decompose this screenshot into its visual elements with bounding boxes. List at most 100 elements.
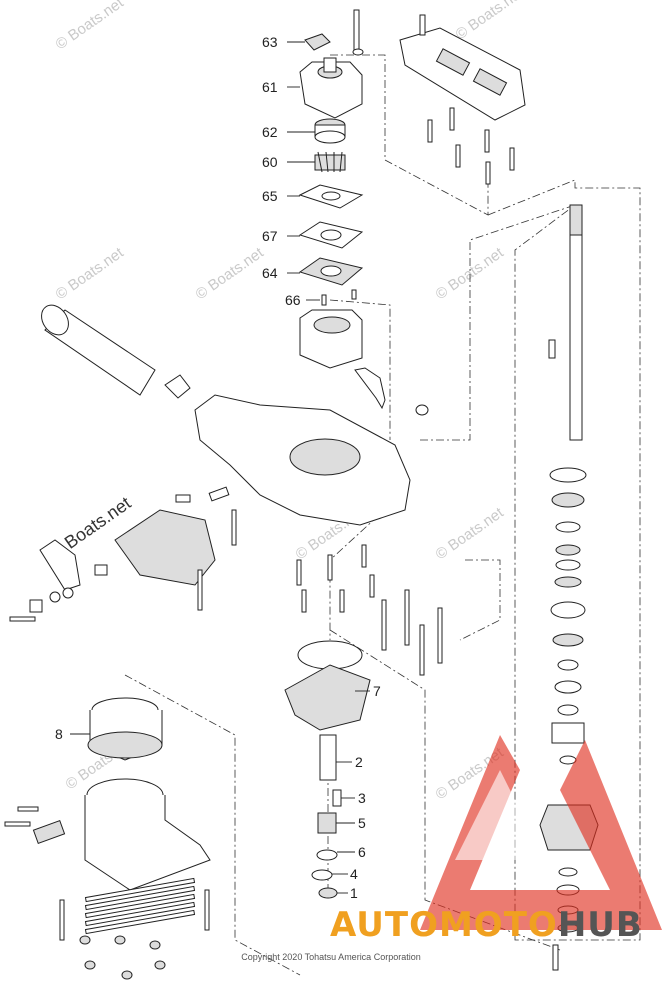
washer xyxy=(316,849,338,861)
bolt xyxy=(197,569,203,611)
callout-5[interactable]: 5 xyxy=(358,815,366,831)
nut xyxy=(154,960,166,970)
watermark-layer: © Boats.net © Boats.net © Boats.net © Bo… xyxy=(46,0,528,803)
dash-line xyxy=(124,674,301,976)
watermark: © Boats.net xyxy=(453,0,528,43)
nut xyxy=(79,935,91,945)
gasket-hole xyxy=(321,191,341,201)
automotohub-logo: AUTOMOTOHUB xyxy=(330,905,643,945)
callout-61[interactable]: 61 xyxy=(262,79,278,95)
washer xyxy=(557,659,579,671)
spacer xyxy=(554,680,582,694)
washer xyxy=(49,591,61,603)
washer xyxy=(558,867,578,877)
washer xyxy=(555,559,581,571)
bolt xyxy=(552,944,559,971)
watermark: © Boats.net xyxy=(193,244,268,303)
bracket-group xyxy=(9,486,237,622)
shaft-sleeve xyxy=(319,734,337,781)
bar xyxy=(84,877,196,903)
callout-3[interactable]: 3 xyxy=(358,790,366,806)
callout-6[interactable]: 6 xyxy=(358,844,366,860)
nozzle-group xyxy=(4,697,211,980)
bolt xyxy=(455,144,461,168)
callout-60[interactable]: 60 xyxy=(262,154,278,170)
dowel-pin xyxy=(351,289,357,300)
circlip xyxy=(557,704,579,716)
callout-4[interactable]: 4 xyxy=(350,866,358,882)
bearing xyxy=(550,601,586,619)
bolt xyxy=(485,161,491,185)
plate-window xyxy=(472,68,508,96)
nut xyxy=(84,960,96,970)
leader-lines xyxy=(70,41,370,894)
bar xyxy=(84,885,196,911)
hose xyxy=(354,367,386,410)
logo-text-hub: HUB xyxy=(557,905,643,945)
circlip xyxy=(311,869,333,881)
outlet-chute xyxy=(84,795,211,891)
washer xyxy=(559,755,577,765)
washer xyxy=(555,521,581,533)
pump-base-port xyxy=(313,316,351,334)
automotohub-logo-mark xyxy=(420,735,662,930)
auger-blade xyxy=(284,664,371,731)
bearing xyxy=(551,492,585,508)
intake-grate xyxy=(114,509,216,586)
callout-66[interactable]: 66 xyxy=(285,292,301,308)
stud xyxy=(361,544,367,568)
bolt xyxy=(17,806,39,812)
callout-63[interactable]: 63 xyxy=(262,34,278,50)
stud xyxy=(339,589,345,613)
callout-64[interactable]: 64 xyxy=(262,265,278,281)
bolt xyxy=(4,821,31,827)
water-pump-group xyxy=(298,9,364,369)
spacer xyxy=(555,544,581,556)
long-bolt xyxy=(437,607,443,664)
long-bolt xyxy=(59,899,65,941)
callout-8[interactable]: 8 xyxy=(55,726,63,742)
shear-pin xyxy=(332,789,342,807)
nut xyxy=(149,940,161,950)
housing-group xyxy=(41,304,429,526)
watermark: © Boats.net xyxy=(53,244,128,303)
shaft-spline xyxy=(569,204,583,236)
sleeve xyxy=(551,722,585,744)
stud xyxy=(369,574,375,598)
watermark: © Boats.net xyxy=(433,504,508,563)
dash-line xyxy=(330,54,489,216)
nut xyxy=(29,599,43,613)
bolt xyxy=(484,129,490,153)
long-bolt xyxy=(419,624,425,676)
copyright-notice: Copyright 2020 Tohatsu America Corporati… xyxy=(241,952,421,962)
callout-7[interactable]: 7 xyxy=(373,683,381,699)
bolt xyxy=(427,119,433,143)
grate-bars xyxy=(84,877,196,935)
jet-housing-port xyxy=(289,438,361,476)
drive-shaft-group xyxy=(539,204,599,971)
seal-ring xyxy=(549,467,587,483)
callout-67[interactable]: 67 xyxy=(262,228,278,244)
plug xyxy=(415,404,429,416)
pump-insert-bottom xyxy=(314,130,346,144)
logo-triangle-inner-icon xyxy=(455,770,545,860)
callout-2[interactable]: 2 xyxy=(355,754,363,770)
bar xyxy=(84,893,196,919)
plate-hole xyxy=(320,229,342,241)
block xyxy=(32,819,66,845)
washer xyxy=(352,48,364,56)
dash-line xyxy=(329,299,391,440)
logo-triangle-icon xyxy=(420,735,662,930)
bolt xyxy=(509,147,515,171)
gasket-lower-hole xyxy=(320,265,342,277)
callout-1[interactable]: 1 xyxy=(350,885,358,901)
spring xyxy=(231,509,237,546)
nut xyxy=(318,887,338,899)
pump-cap xyxy=(304,33,331,51)
stud xyxy=(301,589,307,613)
callout-62[interactable]: 62 xyxy=(262,124,278,140)
nozzle-flange xyxy=(87,731,163,759)
callout-65[interactable]: 65 xyxy=(262,188,278,204)
drive-shaft xyxy=(569,204,583,441)
dowel-pin xyxy=(321,294,327,306)
